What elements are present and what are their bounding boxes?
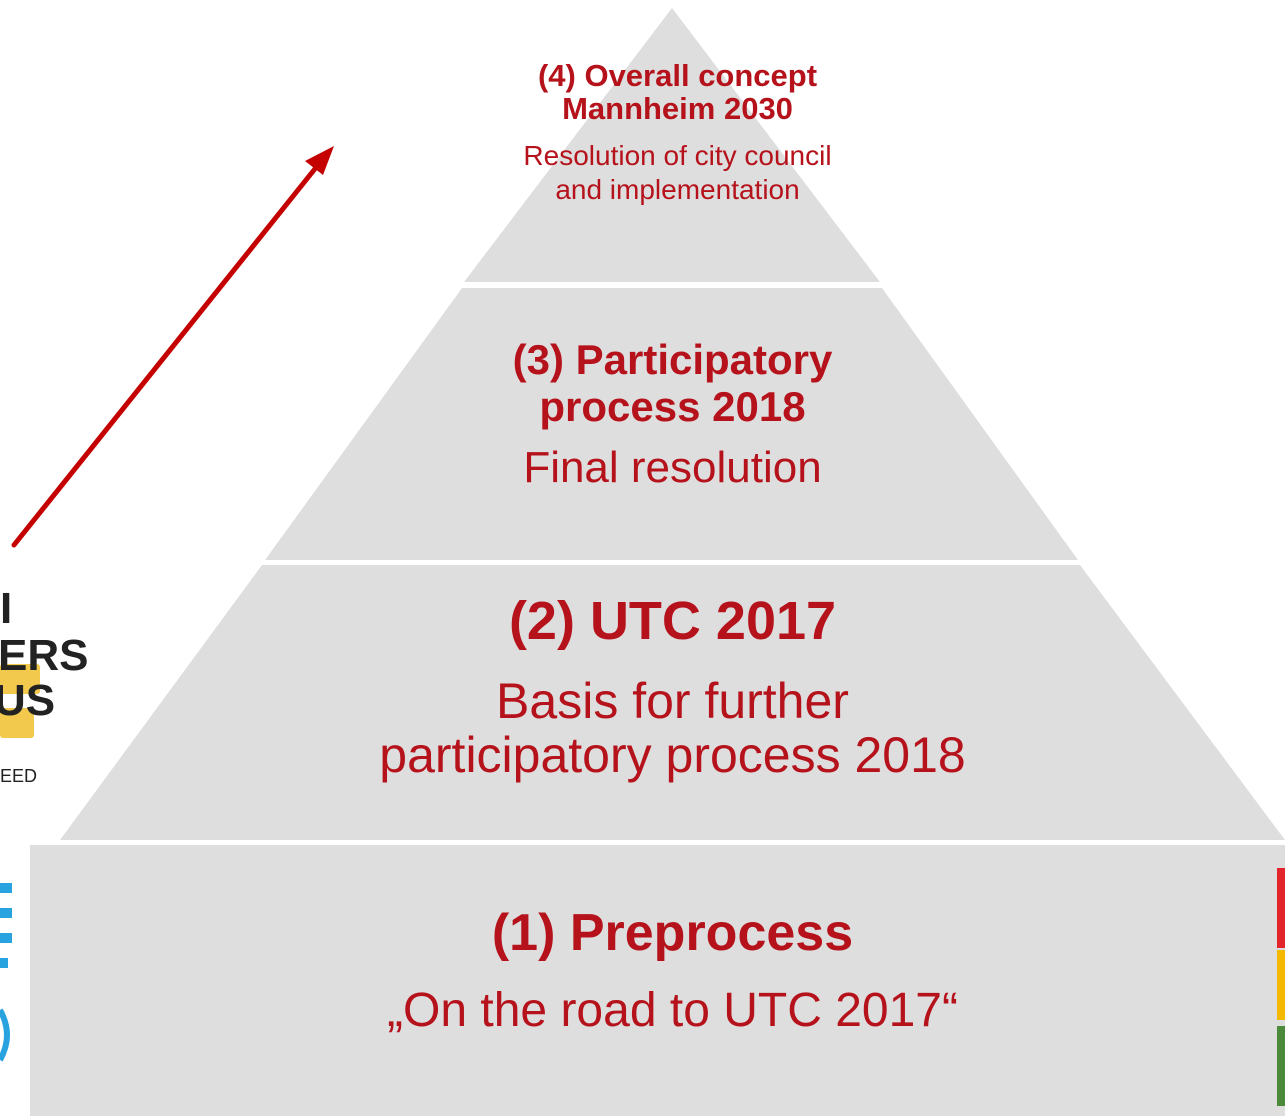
level-3-subtitle: Final resolution xyxy=(523,443,822,493)
partner-logo-left xyxy=(0,664,40,738)
level-1-subtitle: „On the road to UTC 2017“ xyxy=(387,984,958,1038)
level-4-subtitle: Resolution of city council and implement… xyxy=(523,140,832,205)
pyramid-level-3: (3) Participatory process 2018 Final res… xyxy=(30,336,1285,492)
pyramid-level-4: (4) Overall concept Mannheim 2030 Resolu… xyxy=(35,58,1285,206)
blue-logo-fragment xyxy=(0,883,12,1062)
pyramid-level-3-shape xyxy=(265,288,1078,560)
logo-text-line2: ERS xyxy=(0,631,89,680)
pyramid-level-1: (1) Preprocess „On the road to UTC 2017“ xyxy=(30,905,1285,1037)
level-4-title: (4) Overall concept Mannheim 2030 xyxy=(537,58,818,126)
level-2-subtitle: Basis for further participatory process … xyxy=(379,673,966,784)
arrow-up-right-icon xyxy=(11,146,334,548)
pyramid-level-2: (2) UTC 2017 Basis for further participa… xyxy=(30,591,1285,784)
logo-text-line1: I xyxy=(0,584,13,633)
level-1-title: (1) Preprocess xyxy=(491,904,854,962)
level-3-title: (3) Participatory process 2018 xyxy=(512,336,833,431)
logo-text-line3: US xyxy=(0,676,56,725)
pyramid-level-2-shape xyxy=(60,565,1285,840)
level-2-title: (2) UTC 2017 xyxy=(508,591,837,651)
pyramid-level-4-shape xyxy=(464,8,880,282)
color-bars-right xyxy=(1277,868,1285,1106)
logo-text-line4: EED xyxy=(0,766,38,786)
pyramid-level-1-shape xyxy=(30,845,1285,1116)
